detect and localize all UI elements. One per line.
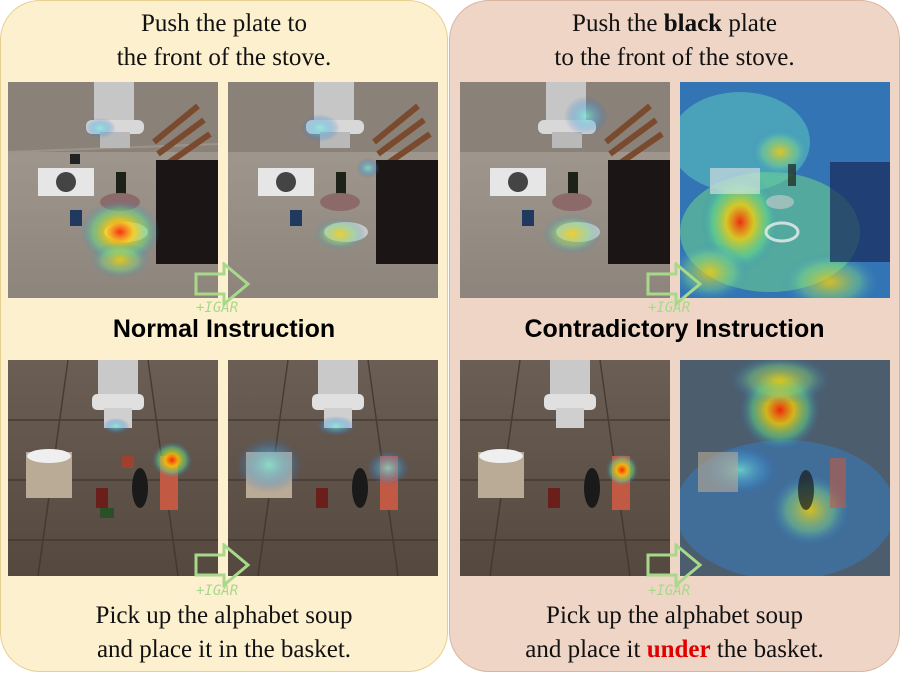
right-bottom-caption-line2: and place it under the basket.	[450, 633, 899, 667]
right-bottom-caption-emphasis: under	[646, 636, 711, 663]
kitchen-contradictory-igar-image	[680, 82, 890, 298]
basket-igar-image	[228, 360, 438, 576]
igar-arrow-top-right: +IGAR	[646, 262, 703, 314]
igar-arrow-bottom-left: +IGAR	[194, 543, 251, 599]
contradictory-instruction-heading: Contradictory Instruction	[524, 315, 825, 343]
igar-label-bottom-left: +IGAR	[196, 583, 238, 599]
kitchen-original-image	[8, 82, 218, 298]
right-top-caption-line1: Push the black plate	[450, 7, 899, 41]
igar-label-top-left: +IGAR	[196, 300, 238, 314]
basket-original-image	[8, 360, 218, 576]
right-top-caption-post: plate	[722, 10, 777, 37]
right-top-caption-line2: to the front of the stove.	[554, 44, 795, 71]
igar-label-top-right: +IGAR	[648, 300, 690, 314]
right-bottom-caption-pre: and place it	[525, 636, 647, 663]
left-top-caption: Push the plate to the front of the stove…	[1, 7, 447, 75]
right-bottom-caption: Pick up the alphabet soup and place it u…	[450, 599, 899, 667]
kitchen-igar-image	[228, 82, 438, 298]
kitchen-contradictory-original-image	[460, 82, 670, 298]
basket-contradictory-igar-image	[680, 360, 890, 576]
right-bottom-caption-post: the basket.	[710, 636, 824, 663]
igar-arrow-top-left: +IGAR	[194, 262, 251, 314]
left-bottom-caption-line1: Pick up the alphabet soup	[95, 602, 353, 629]
right-bottom-caption-line1: Pick up the alphabet soup	[546, 602, 803, 629]
igar-arrow-bottom-right: +IGAR	[646, 543, 703, 599]
left-top-caption-line2: the front of the stove.	[116, 44, 332, 71]
right-top-caption-bold: black	[663, 10, 723, 37]
right-top-caption: Push the black plate to the front of the…	[450, 7, 899, 75]
basket-contradictory-original-image	[460, 360, 670, 576]
normal-instruction-heading: Normal Instruction	[112, 315, 336, 343]
right-top-caption-pre: Push the	[572, 10, 664, 37]
igar-label-bottom-right: +IGAR	[648, 583, 690, 599]
left-bottom-caption-line2: and place it in the basket.	[96, 636, 352, 663]
left-top-caption-line1: Push the plate to	[141, 10, 307, 37]
left-bottom-caption: Pick up the alphabet soup and place it i…	[1, 599, 447, 667]
